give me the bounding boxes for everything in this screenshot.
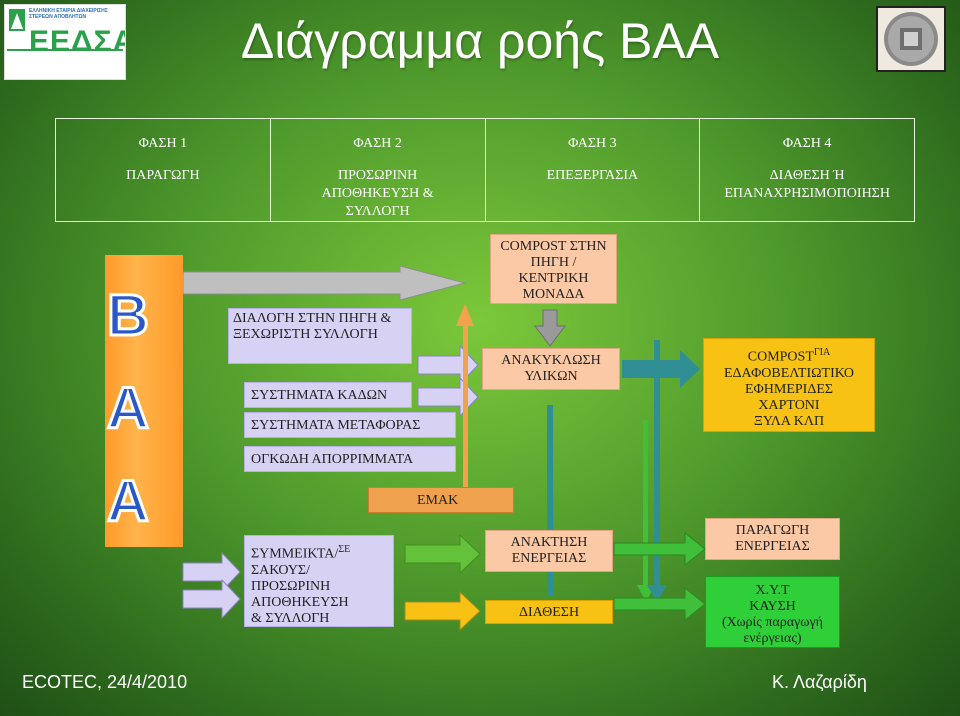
- phase-column-2: ΦΑΣΗ 2 ΠΡΟΣΩΡΙΝΗ ΑΠΟΘΗΚΕΥΣΗ & ΣΥΛΛΟΓΗ: [271, 119, 486, 221]
- footer-event: ECOTEC, 24/4/2010: [22, 672, 188, 692]
- efimerides-line: ΕΦΗΜΕΡΙΔΕΣ: [744, 381, 834, 397]
- symmeikta-line-5: & ΣΥΛΛΟΓΗ: [251, 610, 330, 626]
- green-arrow-2: [404, 590, 481, 632]
- arrow-to-paragogi-2: [613, 586, 706, 622]
- compost-gia-sup: ΓΙΑ: [813, 347, 831, 358]
- phase-number: ΦΑΣΗ 4: [782, 136, 832, 151]
- logo-wordmark: ΕΕΔΣΑ: [29, 25, 126, 58]
- eedsa-logo: ΕΛΛΗΝΙΚΗ ΕΤΑΙΡΙΑ ΔΙΑΧΕΙΡΙΣΗΣ ΣΤΕΡΕΩΝ ΑΠΟ…: [4, 4, 126, 80]
- arrow-to-compost-gia: [622, 350, 700, 388]
- gray-down-arrow: [534, 309, 566, 347]
- xoris-line: (Χωρίς παραγωγή ενέργειας): [722, 615, 823, 646]
- paragogi-energeias-box: ΠΑΡΑΓΩΓΗ ΕΝΕΡΓΕΙΑΣ: [705, 518, 840, 560]
- arrow-sidebar-to-symmeikta-1: [182, 551, 241, 593]
- dialogi-box: ΔΙΑΛΟΓΗ ΣΤΗΝ ΠΗΓΗ & ΞΕΧΩΡΙΣΤΗ ΣΥΛΛΟΓΗ: [228, 308, 412, 364]
- compost-gia-box: COMPOSTΓΙΑ ΕΔΑΦΟΒΕΛΤΙΩΤΙΚΟ ΕΦΗΜΕΡΙΔΕΣ ΧΑ…: [703, 338, 875, 432]
- teal-vertical-line-1: [547, 405, 553, 595]
- compost-pigi-box: COMPOST ΣΤΗΝ ΠΗΓΗ / ΚΕΝΤΡΙΚΗ ΜΟΝΑΔΑ: [490, 234, 617, 304]
- phase-name: ΠΑΡΑΓΩΓΗ: [126, 168, 200, 183]
- edafo-line: ΕΔΑΦΟΒΕΛΤΙΩΤΙΚΟ: [723, 365, 855, 381]
- arrow-to-anakyklosi-2: [417, 376, 479, 418]
- symmeikta-line-4: ΑΠΟΘΗΚΕΥΣΗ: [251, 594, 349, 610]
- diathesi-box: ΔΙΑΘΕΣΗ: [485, 600, 613, 624]
- teal-down-arrow-head: [647, 585, 667, 602]
- phase-column-4: ΦΑΣΗ 4 ΔΙΑΘΕΣΗ Ή ΕΠΑΝΑΧΡΗΣΙΜΟΠΟΙΗΣΗ: [700, 119, 914, 221]
- arrow-to-paragogi-1: [613, 531, 706, 567]
- phase-name: ΕΠΕΞΕΡΓΑΣΙΑ: [546, 168, 639, 183]
- phase-name: ΠΡΟΣΩΡΙΝΗ ΑΠΟΘΗΚΕΥΣΗ & ΣΥΛΛΟΓΗ: [321, 168, 434, 219]
- symmeikta-box: ΣΥΜΜΕΙΚΤΑ/ΣΕ ΣΑΚΟΥΣ/ ΠΡΟΣΩΡΙΝΗ ΑΠΟΘΗΚΕΥΣ…: [244, 535, 394, 627]
- symmeikta-line-3: ΠΡΟΣΩΡΙΝΗ: [251, 578, 331, 594]
- page-title: Διάγραμμα ροής ΒΑΑ: [240, 13, 720, 69]
- phase-number: ΦΑΣΗ 2: [353, 136, 402, 151]
- phase-column-3: ΦΑΣΗ 3 ΕΠΕΞΕΡΓΑΣΙΑ: [486, 119, 701, 221]
- orange-up-arrow-head: [456, 304, 474, 326]
- logo-caption-1: ΕΛΛΗΝΙΚΗ ΕΤΑΙΡΙΑ ΔΙΑΧΕΙΡΙΣΗΣ: [29, 8, 108, 14]
- side-letter-a-2: Α: [106, 468, 151, 536]
- systimata-kadon-box: ΣΥΣΤΗΜΑΤΑ ΚΑΔΩΝ: [244, 382, 412, 408]
- xyla-line: ΞΥΛΑ ΚΛΠ: [753, 413, 825, 429]
- gray-big-arrow: [182, 265, 467, 301]
- xyt-line: Χ.Υ.Τ: [755, 583, 790, 598]
- kafsi-line: ΚΑΥΣΗ: [749, 599, 796, 614]
- phase-name: ΔΙΑΘΕΣΗ Ή ΕΠΑΝΑΧΡΗΣΙΜΟΠΟΙΗΣΗ: [724, 168, 890, 201]
- ogkodi-box: ΟΓΚΩΔΗ ΑΠΟΡΡΙΜΜΑΤΑ: [244, 446, 456, 472]
- arrow-to-anakyklosi-1: [417, 344, 479, 386]
- emak-box: ΕΜΑΚ: [368, 487, 514, 513]
- phase-column-1: ΦΑΣΗ 1 ΠΑΡΑΓΩΓΗ: [56, 119, 271, 221]
- phases-table: ΦΑΣΗ 1 ΠΑΡΑΓΩΓΗ ΦΑΣΗ 2 ΠΡΟΣΩΡΙΝΗ ΑΠΟΘΗΚΕ…: [55, 118, 915, 222]
- symmeikta-line-2: ΣΑΚΟΥΣ/: [251, 562, 310, 578]
- side-letter-a-1: Α: [106, 375, 151, 443]
- xyt-kafsi-box: Χ.Υ.Τ ΚΑΥΣΗ (Χωρίς παραγωγή ενέργειας): [705, 576, 840, 648]
- phase-number: ΦΑΣΗ 1: [138, 136, 188, 151]
- logo-caption-2: ΣΤΕΡΕΩΝ ΑΠΟΒΛΗΤΩΝ: [29, 14, 87, 20]
- footer-author: Κ. Λαζαρίδη: [772, 672, 867, 692]
- coin-logo-icon: [876, 6, 946, 72]
- anakyklosi-box: ΑΝΑΚΥΚΛΩΣΗ ΥΛΙΚΩΝ: [482, 348, 620, 390]
- green-arrow-1: [404, 533, 481, 575]
- green-vertical-line: [643, 420, 648, 595]
- systimata-metaforas-box: ΣΥΣΤΗΜΑΤΑ ΜΕΤΑΦΟΡΑΣ: [244, 412, 456, 438]
- baa-side-bar: [105, 255, 183, 547]
- xartoni-line: ΧΑΡΤΟΝΙ: [758, 397, 820, 413]
- anaktisi-energeias-box: ΑΝΑΚΤΗΣΗ ΕΝΕΡΓΕΙΑΣ: [485, 530, 613, 572]
- eedsa-logo-graphic: [7, 9, 123, 51]
- arrow-sidebar-to-symmeikta-2: [182, 578, 241, 620]
- compost-gia-line-1: COMPOST: [747, 349, 814, 365]
- side-letter-b: Β: [106, 282, 151, 350]
- symmeikta-se: ΣΕ: [338, 544, 351, 555]
- orange-up-arrow-shaft: [463, 322, 468, 487]
- teal-vertical-line-2: [654, 340, 660, 590]
- symmeikta-line-1: ΣΥΜΜΕΙΚΤΑ/: [251, 546, 339, 562]
- phase-number: ΦΑΣΗ 3: [568, 136, 617, 151]
